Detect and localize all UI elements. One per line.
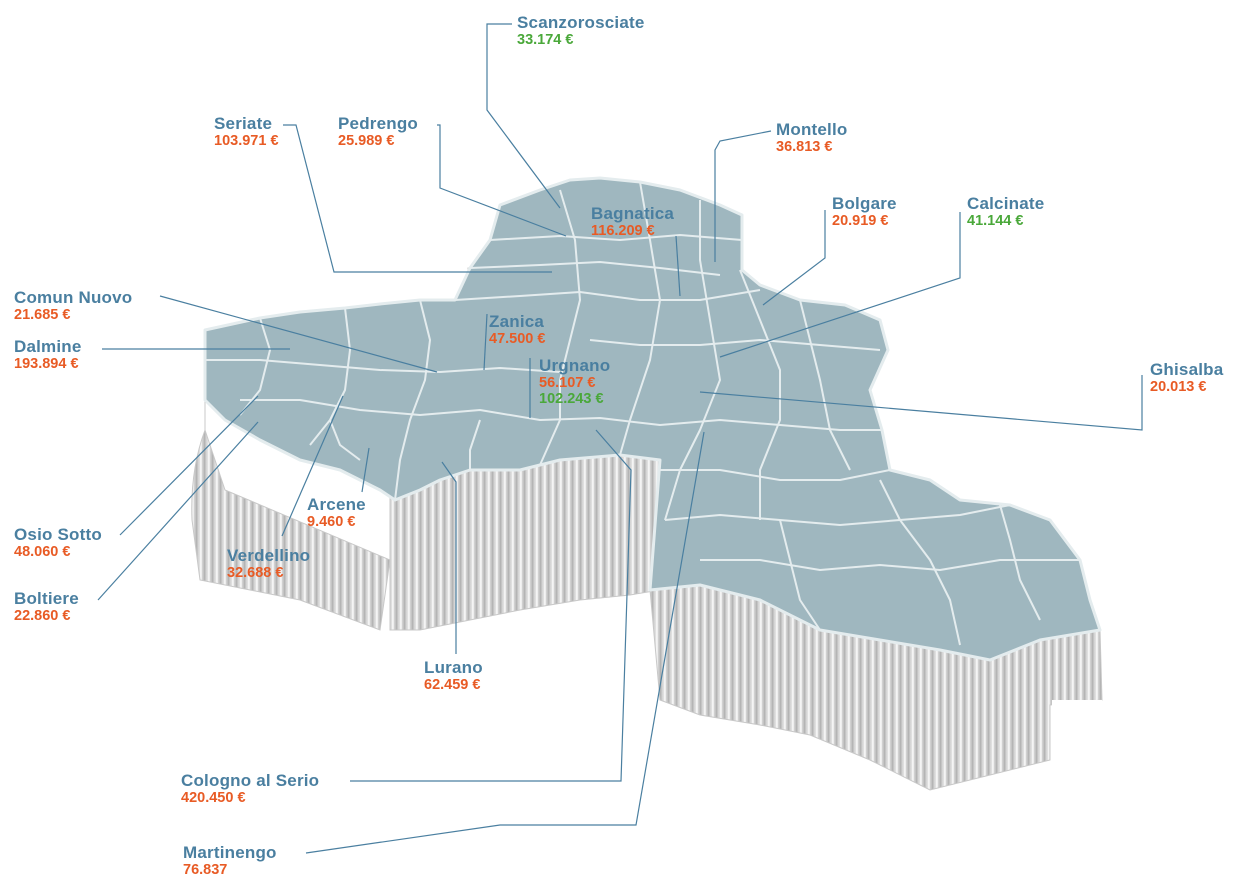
label-dalmine: Dalmine 193.894 € <box>14 337 82 372</box>
place-value: 20.013 € <box>1150 379 1207 396</box>
place-name: Dalmine <box>14 337 82 356</box>
place-value: 103.971 € <box>214 133 279 150</box>
leader-lurano <box>441 461 457 654</box>
place-value: 62.459 € <box>424 677 481 694</box>
label-lurano: Lurano 62.459 € <box>424 658 483 693</box>
place-name: Ghisalba <box>1150 360 1224 379</box>
place-name: Urgnano <box>539 356 611 375</box>
wall-cutout <box>1052 700 1102 762</box>
leader-arcene <box>361 447 370 493</box>
leader-pedrengo <box>437 124 567 237</box>
place-value: 20.919 € <box>832 213 889 230</box>
place-name: Osio Sotto <box>14 525 102 544</box>
place-value: 21.685 € <box>14 307 71 324</box>
place-value: 48.060 € <box>14 544 71 561</box>
label-verdellino: Verdellino 32.688 € <box>227 546 310 581</box>
leader-scanzorosciate <box>486 23 561 209</box>
place-value: 22.860 € <box>14 608 71 625</box>
place-name: Comun Nuovo <box>14 288 133 307</box>
label-urgnano: Urgnano 56.107 € 102.243 € <box>539 356 610 408</box>
map-region-outline <box>203 176 1102 662</box>
place-name: Cologno al Serio <box>181 771 320 790</box>
map-top-surface <box>203 176 1102 662</box>
label-osio-sotto: Osio Sotto 48.060 € <box>14 525 102 560</box>
place-value: 193.894 € <box>14 356 79 373</box>
label-pedrengo: Pedrengo 25.989 € <box>338 114 418 149</box>
leader-martinengo <box>305 431 705 854</box>
place-value: 9.460 € <box>307 514 356 531</box>
leader-calcinate <box>719 212 961 358</box>
place-value: 25.989 € <box>338 133 395 150</box>
place-name: Seriate <box>214 114 273 133</box>
place-value: 420.450 € <box>181 790 246 807</box>
place-name: Bagnatica <box>591 204 675 223</box>
leader-lines <box>97 23 1143 854</box>
leader-ghisalba <box>699 375 1143 431</box>
label-boltiere: Boltiere 22.860 € <box>14 589 79 624</box>
label-ghisalba: Ghisalba 20.013 € <box>1150 360 1223 395</box>
label-arcene: Arcene 9.460 € <box>307 495 366 530</box>
place-value: 36.813 € <box>776 139 833 156</box>
leader-seriate <box>283 124 552 273</box>
leader-boltiere <box>97 421 259 601</box>
leader-zanica <box>483 313 488 371</box>
label-scanzorosciate: Scanzorosciate 33.174 € <box>517 13 645 48</box>
place-value: 47.500 € <box>489 331 546 348</box>
place-name: Montello <box>776 120 848 139</box>
place-value: 41.144 € <box>967 213 1024 230</box>
label-montello: Montello 36.813 € <box>776 120 847 155</box>
label-seriate: Seriate 103.971 € <box>214 114 279 149</box>
leader-comun-nuovo <box>159 295 438 373</box>
place-name: Verdellino <box>227 546 311 565</box>
place-name: Calcinate <box>967 194 1045 213</box>
place-name: Scanzorosciate <box>517 13 645 32</box>
place-value: 56.107 € <box>539 375 596 392</box>
place-name: Boltiere <box>14 589 79 608</box>
place-value: 33.174 € <box>517 32 574 49</box>
place-name: Martinengo <box>183 843 277 862</box>
place-value: 32.688 € <box>227 565 284 582</box>
label-martinengo: Martinengo 76.837 <box>183 843 277 878</box>
place-name: Zanica <box>489 312 545 331</box>
label-calcinate: Calcinate 41.144 € <box>967 194 1044 229</box>
leader-bagnatica <box>675 235 681 297</box>
place-name: Lurano <box>424 658 483 677</box>
place-name: Arcene <box>307 495 366 514</box>
leader-bolgare <box>762 210 826 306</box>
leader-osio-sotto <box>119 395 259 536</box>
place-value: 76.837 <box>183 862 228 879</box>
municipal-borders <box>205 181 1080 646</box>
wall-west <box>191 330 391 631</box>
leader-verdellino <box>281 395 344 537</box>
place-value-secondary: 102.243 € <box>539 391 604 408</box>
place-name: Pedrengo <box>338 114 419 133</box>
label-cologno-al-serio: Cologno al Serio 420.450 € <box>181 771 319 806</box>
label-bagnatica: Bagnatica 116.209 € <box>591 204 674 239</box>
label-zanica: Zanica 47.500 € <box>489 312 545 347</box>
leader-cologno-al-serio <box>350 429 632 782</box>
label-comun-nuovo: Comun Nuovo 21.685 € <box>14 288 132 323</box>
place-value: 116.209 € <box>591 223 655 240</box>
map-extrusion-walls <box>191 209 1103 791</box>
place-name: Bolgare <box>832 194 897 213</box>
label-bolgare: Bolgare 20.919 € <box>832 194 897 229</box>
leader-montello <box>714 130 772 262</box>
